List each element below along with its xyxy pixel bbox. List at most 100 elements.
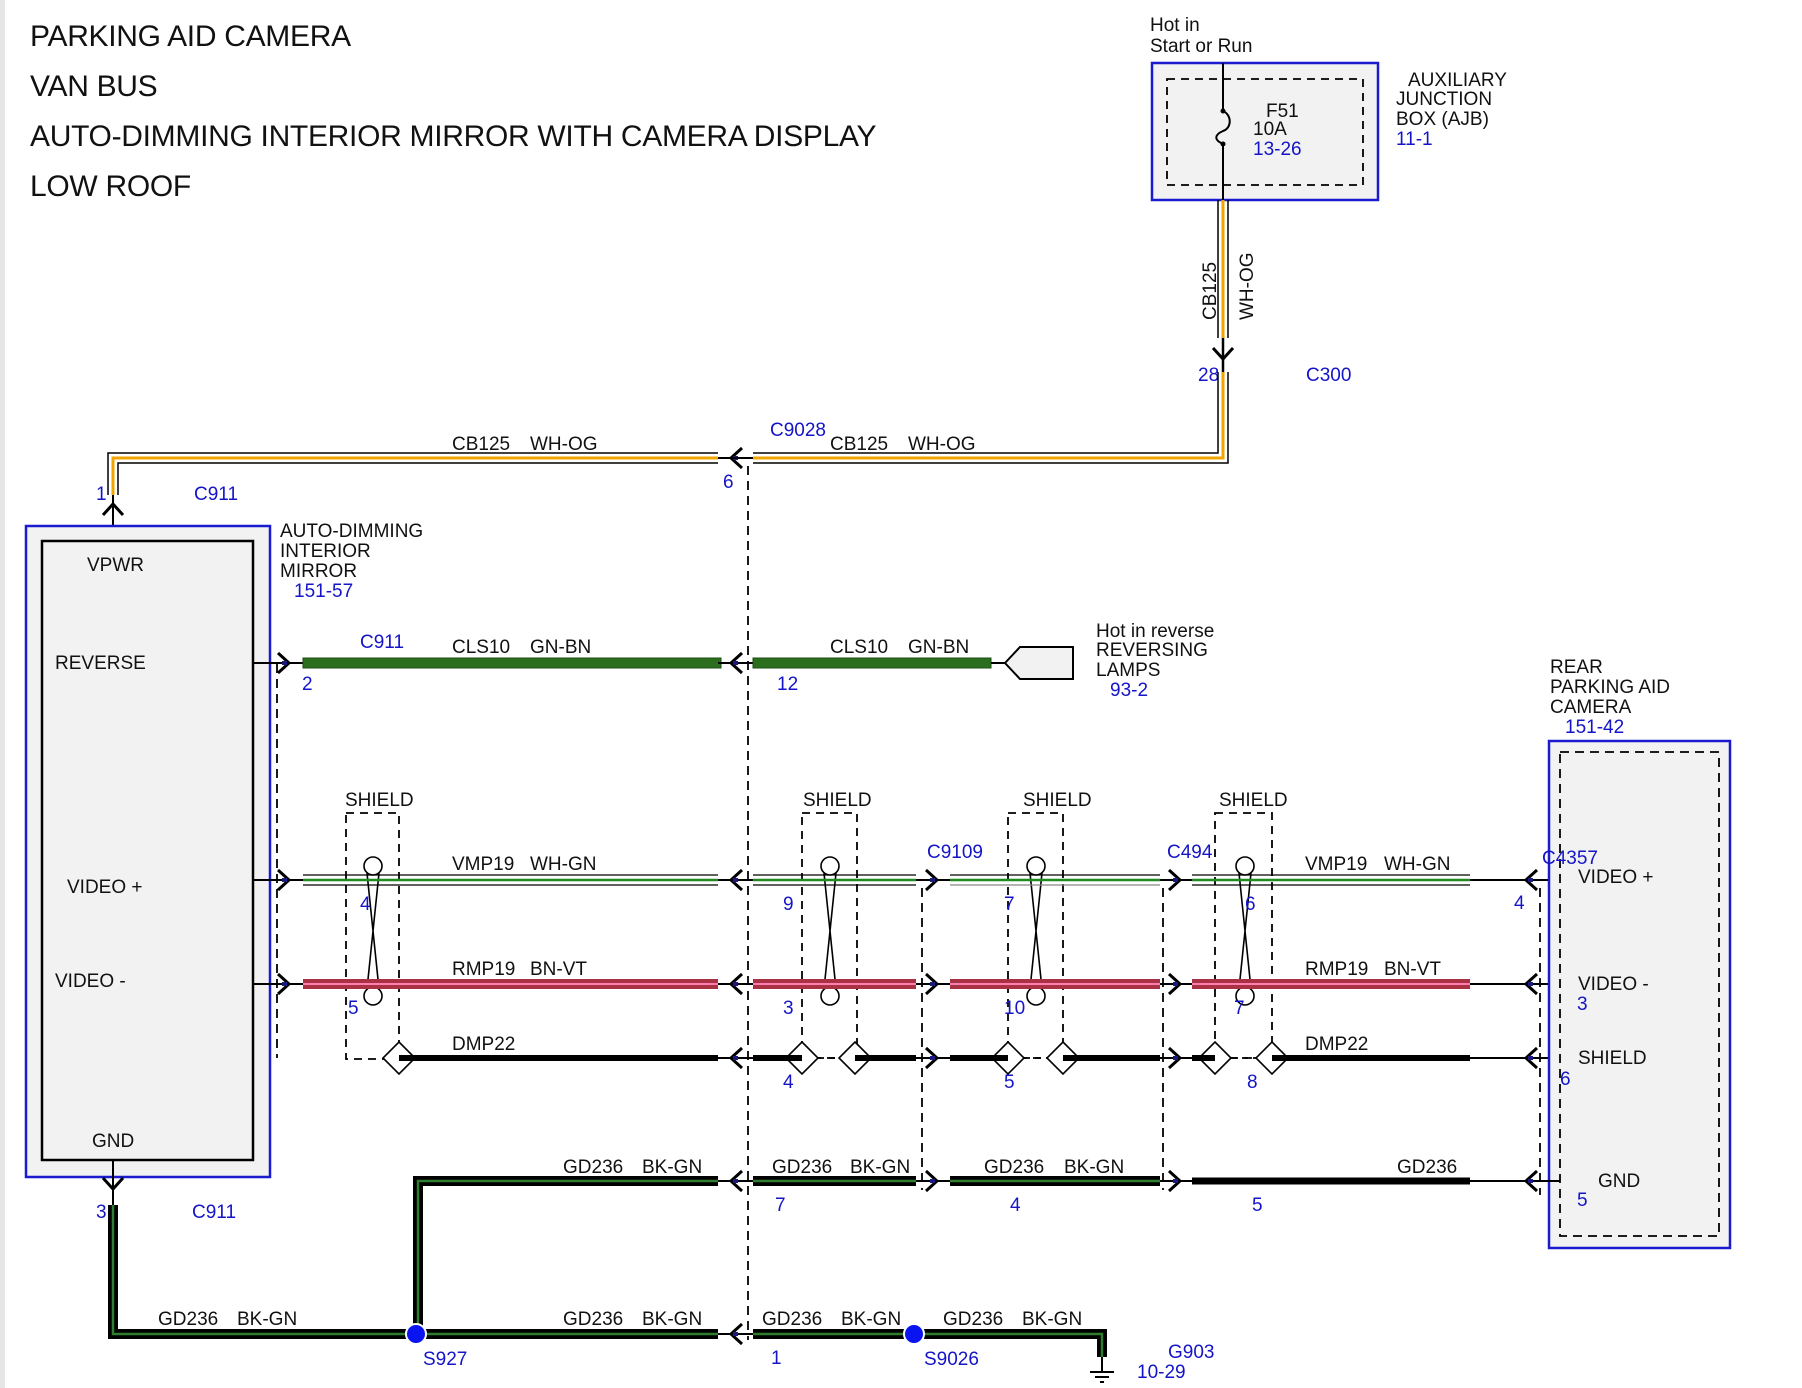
- wire-color-label: BK-GN: [642, 1157, 702, 1178]
- mirror-pin-video-minus: VIDEO -: [55, 971, 126, 992]
- mirror-name: INTERIOR: [280, 541, 371, 562]
- ajb-name: BOX (AJB): [1396, 109, 1489, 130]
- c494-pin: 5: [1252, 1195, 1263, 1216]
- c300-connector[interactable]: C300: [1306, 365, 1351, 386]
- shield-label: SHIELD: [345, 790, 414, 811]
- wire-cls10-gn-bn[interactable]: C911 2 CLS10 GN-BN CLS10 GN-BN 12 Hot in…: [253, 621, 1214, 701]
- fuse-icon: [1215, 110, 1231, 145]
- fuse-id: F51: [1266, 101, 1299, 122]
- c9109-pin: 4: [1010, 1195, 1021, 1216]
- wire-vmp19-wh-gn[interactable]: VMP19 WH-GN 4 9 C9109 7 C494 6 VMP19 WH-…: [253, 842, 1560, 915]
- fuse-rating: 10A: [1253, 119, 1287, 140]
- camera-ref[interactable]: 151-42: [1565, 717, 1624, 738]
- wire-circuit-label: VMP19: [1305, 854, 1367, 875]
- c9028-pin: 4: [783, 1072, 794, 1093]
- c9028-pin: 12: [777, 674, 798, 695]
- camera-pin-shield: SHIELD: [1578, 1048, 1647, 1069]
- camera-pin-number: 3: [1577, 994, 1588, 1015]
- mirror-inner-box: [40, 539, 255, 1162]
- camera-inner-dashed: [1559, 751, 1720, 1237]
- wire-circuit-label: GD236: [158, 1309, 218, 1330]
- ajb-inner-dashed: [1166, 78, 1364, 186]
- wire-circuit-label: GD236: [943, 1309, 1003, 1330]
- c4357-connector[interactable]: C4357: [1542, 848, 1598, 869]
- wire-color-label: BK-GN: [850, 1157, 910, 1178]
- reverse-source-ref[interactable]: 93-2: [1110, 680, 1148, 701]
- wire-dmp22-drain[interactable]: DMP22 4 5 8 DMP22: [399, 1034, 1560, 1093]
- c494-connector[interactable]: C494: [1167, 842, 1213, 863]
- c911-connector[interactable]: C911: [360, 632, 404, 653]
- title-line: VAN BUS: [30, 70, 158, 103]
- title-line: LOW ROOF: [30, 170, 191, 203]
- wire-color-label: BK-GN: [841, 1309, 901, 1330]
- wire-segment: [1192, 874, 1470, 886]
- splice-s9026-icon[interactable]: [903, 1323, 925, 1345]
- mirror-ref[interactable]: 151-57: [294, 581, 353, 602]
- mirror-pin-vpwr: VPWR: [87, 555, 144, 576]
- wire-circuit-label: CLS10: [452, 637, 510, 658]
- camera-outer-box: [1547, 739, 1732, 1250]
- splice-s927-icon[interactable]: [405, 1323, 427, 1345]
- auxiliary-junction-box[interactable]: Hot in Start or Run F51 10A 13-26 AUXILI…: [1150, 15, 1507, 202]
- mirror-pin-gnd: GND: [92, 1131, 134, 1152]
- c911-connector[interactable]: C911: [192, 1202, 236, 1223]
- diagram-titles: PARKING AID CAMERA VAN BUS AUTO-DIMMING …: [30, 12, 877, 212]
- camera-name: REAR: [1550, 657, 1603, 678]
- rear-parking-aid-camera[interactable]: REAR PARKING AID CAMERA 151-42 C4357 VID…: [1542, 657, 1732, 1250]
- camera-pin-video-plus: VIDEO +: [1578, 867, 1654, 888]
- c9109-pin: 5: [1004, 1072, 1015, 1093]
- camera-pin-number: 6: [1560, 1069, 1571, 1090]
- camera-name: CAMERA: [1550, 697, 1632, 718]
- splice-s927[interactable]: S927: [423, 1349, 467, 1370]
- c9109-connector[interactable]: C9109: [927, 842, 983, 863]
- wire-gd236-lower[interactable]: 3 C911 GD236 BK-GN GD236 BK-GN S927 GD23…: [96, 1160, 1214, 1383]
- reverse-source: Hot in reverse: [1096, 621, 1214, 642]
- wire-segment: [753, 874, 916, 886]
- title-line: PARKING AID CAMERA: [30, 20, 351, 53]
- c9028-pin: 9: [783, 894, 794, 915]
- shield-label: SHIELD: [1023, 790, 1092, 811]
- shield-1: SHIELD: [345, 790, 416, 1075]
- ajb-power-note: Start or Run: [1150, 36, 1252, 57]
- ajb-ref[interactable]: 11-1: [1396, 129, 1433, 150]
- wire-color-label: WH-OG: [1237, 252, 1258, 320]
- shield-4: SHIELD: [1198, 790, 1289, 1075]
- wire-cb125-wh-og[interactable]: CB125 WH-OG 28 C300 CB125 WH-OG C9028 6 …: [96, 200, 1351, 540]
- c9109-pin: 7: [1004, 894, 1015, 915]
- wire-rmp19-bn-vt[interactable]: RMP19 BN-VT 5 3 10 7 RMP19 BN-VT: [253, 959, 1560, 1019]
- splice-s9026[interactable]: S9026: [924, 1349, 979, 1370]
- c911-connector[interactable]: C911: [194, 484, 238, 505]
- shield-2: SHIELD: [785, 790, 872, 1075]
- wire-circuit-label: RMP19: [1305, 959, 1368, 980]
- wire-color-label: WH-GN: [1384, 854, 1450, 875]
- mirror-name: MIRROR: [280, 561, 357, 582]
- wire-color-label: WH-OG: [530, 434, 598, 455]
- ajb-name: JUNCTION: [1396, 89, 1492, 110]
- wire-circuit-label: DMP22: [452, 1034, 515, 1055]
- ground-symbol-icon: [1090, 1357, 1114, 1383]
- wire-circuit-label: GD236: [762, 1309, 822, 1330]
- wire-segment: [303, 874, 718, 886]
- wire-circuit-label: GD236: [772, 1157, 832, 1178]
- fuse-ref[interactable]: 13-26: [1253, 139, 1302, 160]
- c494-pin: 7: [1234, 998, 1245, 1019]
- wire-circuit-label: CB125: [452, 434, 510, 455]
- c494-pin: 6: [1245, 894, 1256, 915]
- wire-color-label: BK-GN: [237, 1309, 297, 1330]
- mirror-pin-video-plus: VIDEO +: [67, 877, 143, 898]
- reverse-source: REVERSING: [1096, 640, 1208, 661]
- ajb-box: [1150, 61, 1380, 202]
- c494-pin: 8: [1247, 1072, 1258, 1093]
- shield-pin: 5: [348, 998, 359, 1019]
- auto-dimming-mirror[interactable]: VPWR REVERSE VIDEO + VIDEO - GND AUTO-DI…: [24, 521, 423, 1179]
- wire-color-label: BN-VT: [1384, 959, 1441, 980]
- ground-g903[interactable]: G903: [1168, 1342, 1214, 1363]
- shield-label: SHIELD: [1219, 790, 1288, 811]
- c9028-connector[interactable]: C9028: [770, 420, 826, 441]
- mirror-name: AUTO-DIMMING: [280, 521, 423, 542]
- ground-ref[interactable]: 10-29: [1137, 1362, 1186, 1383]
- camera-name: PARKING AID: [1550, 677, 1670, 698]
- wire-gd236-upper[interactable]: GD236 BK-GN GD236 BK-GN 7 GD236 BK-GN 4 …: [413, 1157, 1560, 1334]
- wire-circuit-label: CB125: [830, 434, 888, 455]
